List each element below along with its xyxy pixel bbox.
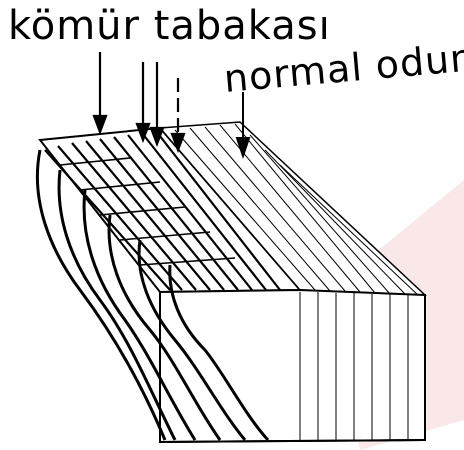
block-front-face — [160, 290, 425, 442]
charcoal-layer-label: kömür tabakası — [8, 6, 331, 46]
